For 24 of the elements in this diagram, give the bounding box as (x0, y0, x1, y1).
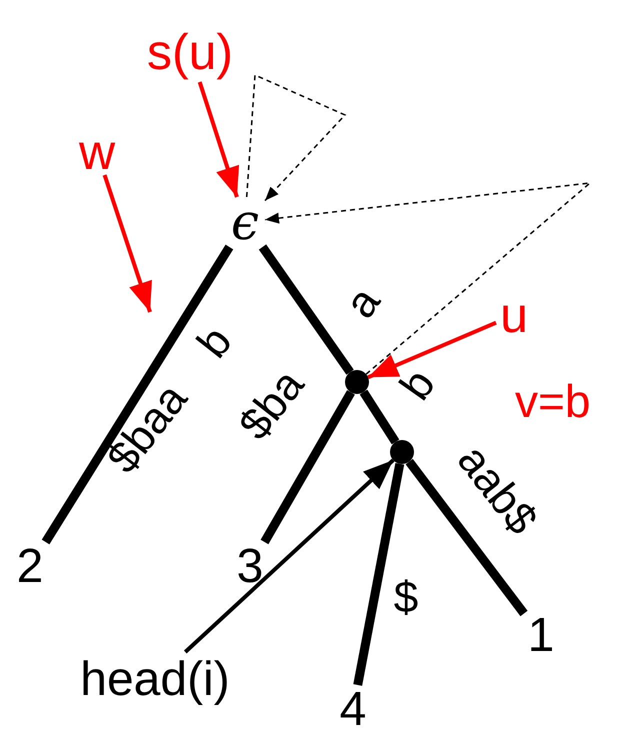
tree-edge (406, 458, 528, 616)
arrow (198, 81, 240, 198)
tree-edge (260, 390, 355, 544)
edge-label: $ba (232, 362, 312, 448)
node-label: 4 (340, 686, 366, 734)
edge-label: $ (394, 576, 418, 620)
tree-edge (42, 244, 234, 544)
node-label: w (78, 127, 116, 177)
root-label: ϵ (230, 197, 259, 247)
node-label: s(u) (146, 27, 234, 77)
edge-label: a (338, 280, 388, 326)
tree-edge (353, 462, 404, 686)
arrow (246, 74, 346, 202)
arrow (367, 320, 497, 380)
annotation-label: v=b (515, 378, 590, 424)
node-label: 3 (236, 543, 264, 591)
node-label: 2 (16, 543, 44, 591)
arrow (184, 458, 395, 654)
node-label: u (500, 290, 528, 340)
tree-edge (360, 390, 400, 444)
node-label: head(i) (80, 656, 230, 704)
edge-label: b (392, 362, 444, 408)
arrow (102, 174, 152, 313)
node-label: 1 (528, 612, 554, 660)
